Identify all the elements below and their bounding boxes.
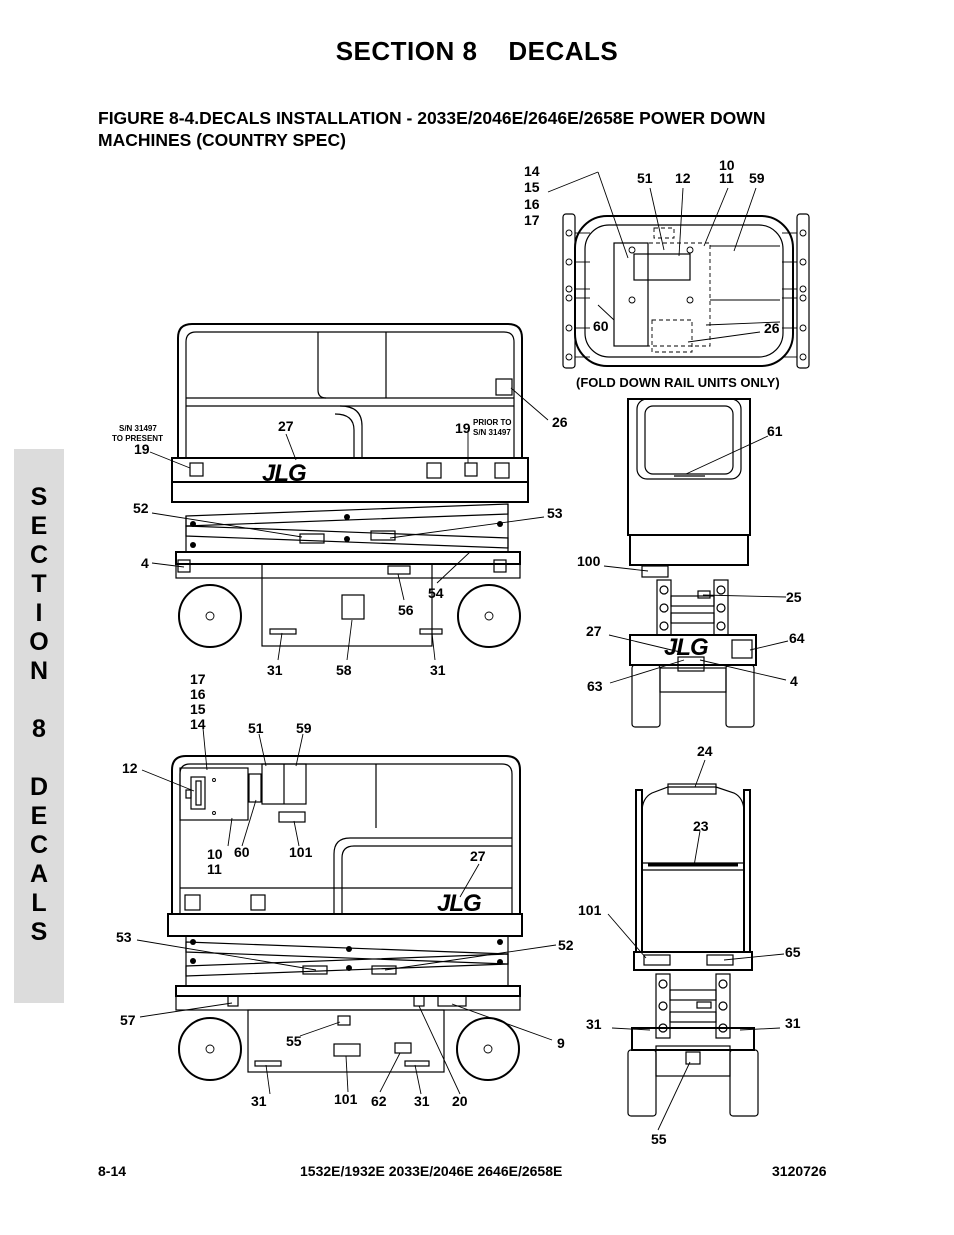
- top-view-platform: 14 15 16 17 51 12 10 11 59 60 26 (FOLD D…: [524, 157, 810, 390]
- lower-label-27: 27: [470, 848, 486, 864]
- top-label-15: 15: [524, 179, 540, 195]
- side-tab-letter: C: [29, 831, 49, 859]
- lower-label-9: 9: [557, 1035, 565, 1051]
- end-upper-label-61: 61: [767, 423, 783, 439]
- side-tab-letter: I: [35, 599, 43, 627]
- upper-label-58: 58: [336, 662, 352, 678]
- lower-label-20: 20: [452, 1093, 468, 1109]
- note-prior-to-2: S/N 31497: [473, 428, 511, 437]
- end-lower-label-23: 23: [693, 818, 709, 834]
- lower-label-53: 53: [116, 929, 132, 945]
- top-label-60: 60: [593, 318, 609, 334]
- upper-label-56: 56: [398, 602, 414, 618]
- jlg-logo-lower-side: JLG: [437, 890, 481, 917]
- lower-label-101b: 101: [334, 1091, 358, 1107]
- end-lower-label-31a: 31: [586, 1016, 602, 1032]
- end-lower-label-24: 24: [697, 743, 713, 759]
- lower-label-31b: 31: [414, 1093, 430, 1109]
- end-upper-label-100: 100: [577, 553, 601, 569]
- top-label-10: 10: [719, 157, 735, 173]
- end-upper-label-64: 64: [789, 630, 805, 646]
- upper-label-19a: 19: [134, 441, 150, 457]
- lower-label-14: 14: [190, 716, 206, 732]
- lower-label-15: 15: [190, 701, 206, 717]
- top-label-12: 12: [675, 170, 691, 186]
- note-sn-to-present-2: TO PRESENT: [112, 434, 163, 443]
- upper-label-52: 52: [133, 500, 149, 516]
- side-tab-letter: S: [30, 918, 48, 946]
- top-label-59: 59: [749, 170, 765, 186]
- side-tab-letter: A: [29, 860, 49, 888]
- upper-label-53: 53: [547, 505, 563, 521]
- upper-label-27: 27: [278, 418, 294, 434]
- upper-side-view: JLG: [112, 323, 568, 678]
- jlg-logo-upper-side: JLG: [262, 460, 306, 487]
- lower-label-17: 17: [190, 671, 206, 687]
- footer-page-number: 8-14: [98, 1163, 127, 1179]
- side-tab-letter: N: [29, 657, 49, 685]
- side-tab-letter: O: [29, 628, 49, 656]
- side-tab-letter: 8: [32, 715, 46, 743]
- upper-label-31b: 31: [430, 662, 446, 678]
- end-upper-label-27: 27: [586, 623, 602, 639]
- upper-label-26: 26: [552, 414, 568, 430]
- footer-models: 1532E/1932E 2033E/2046E 2646E/2658E: [300, 1163, 563, 1179]
- lower-label-55: 55: [286, 1033, 302, 1049]
- side-tab-letter: T: [31, 570, 47, 598]
- note-sn-to-present-1: S/N 31497: [119, 424, 157, 433]
- top-label-51: 51: [637, 170, 653, 186]
- lower-label-31a: 31: [251, 1093, 267, 1109]
- lower-label-11: 11: [207, 861, 222, 877]
- end-lower-label-31b: 31: [785, 1015, 801, 1031]
- end-upper-label-4: 4: [790, 673, 798, 689]
- section-title: SECTION 8 DECALS: [335, 36, 619, 66]
- note-prior-to-1: PRIOR TO: [473, 418, 512, 427]
- side-tab-letter: D: [29, 773, 49, 801]
- top-label-16: 16: [524, 196, 540, 212]
- top-label-26: 26: [764, 320, 780, 336]
- upper-label-19b: 19: [455, 420, 471, 436]
- lower-label-62: 62: [371, 1093, 387, 1109]
- upper-label-54: 54: [428, 585, 444, 601]
- lower-label-60: 60: [234, 844, 250, 860]
- lower-label-16: 16: [190, 686, 206, 702]
- upper-end-view: JLG 61 100 25 27 64 63 4: [577, 398, 805, 728]
- side-tab-letter: L: [31, 889, 47, 917]
- top-label-11: 11: [719, 170, 734, 186]
- figure-title: FIGURE 8-4.DECALS INSTALLATION - 2033E/2…: [98, 108, 766, 150]
- upper-label-4: 4: [141, 555, 149, 571]
- lower-label-10: 10: [207, 846, 223, 862]
- fold-down-caption: (FOLD DOWN RAIL UNITS ONLY): [576, 375, 780, 390]
- side-tab-letter: E: [30, 802, 48, 830]
- lower-label-51: 51: [248, 720, 264, 736]
- lower-side-view: JLG: [116, 671, 574, 1109]
- top-label-17: 17: [524, 212, 540, 228]
- end-lower-label-65: 65: [785, 944, 801, 960]
- end-lower-label-55: 55: [651, 1131, 667, 1147]
- upper-label-31a: 31: [267, 662, 283, 678]
- side-tab-letter: S: [30, 483, 48, 511]
- end-upper-label-63: 63: [587, 678, 603, 694]
- lower-label-12: 12: [122, 760, 138, 776]
- lower-label-59: 59: [296, 720, 312, 736]
- top-label-14: 14: [524, 163, 540, 179]
- side-tab-letter: C: [29, 541, 49, 569]
- lower-end-view: 24 23 101 65 31 31 55: [578, 743, 801, 1147]
- footer-doc-number: 3120726: [772, 1163, 827, 1179]
- lower-label-57: 57: [120, 1012, 136, 1028]
- end-upper-label-25: 25: [786, 589, 802, 605]
- lower-label-101: 101: [289, 844, 313, 860]
- lower-label-52: 52: [558, 937, 574, 953]
- end-lower-label-101: 101: [578, 902, 602, 918]
- side-tab-letter: E: [30, 512, 48, 540]
